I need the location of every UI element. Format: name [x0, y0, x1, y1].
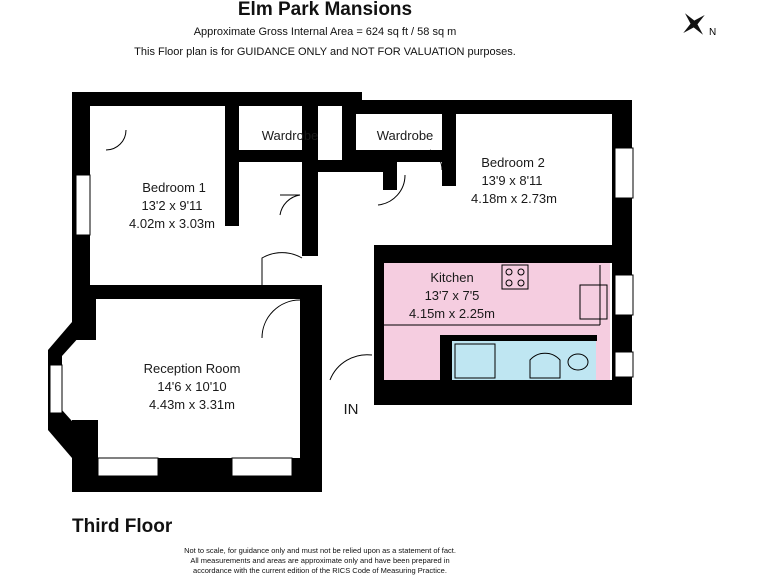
bedroom2-name: Bedroom 2 — [481, 155, 545, 170]
disclaimer-line: All measurements and areas are approxima… — [190, 556, 450, 565]
guidance-text: This Floor plan is for GUIDANCE ONLY and… — [134, 46, 516, 58]
gross-area-text: Approximate Gross Internal Area = 624 sq… — [193, 26, 457, 38]
kitchen-imperial: 13'7 x 7'5 — [425, 288, 480, 303]
bathroom-fill — [452, 340, 596, 380]
bedroom2-metric: 4.18m x 2.73m — [471, 191, 557, 206]
disclaimer-line: accordance with the current edition of t… — [193, 566, 447, 575]
entrance-label: IN — [344, 401, 359, 418]
bedroom1-metric: 4.02m x 3.03m — [129, 216, 215, 231]
sink-icon — [579, 284, 608, 320]
disclaimer: Not to scale, for guidance only and must… — [150, 546, 490, 576]
kitchen-metric: 4.15m x 2.25m — [409, 306, 495, 321]
windows — [49, 147, 634, 477]
kitchen-units — [382, 264, 608, 326]
kitchen-name: Kitchen — [430, 270, 473, 285]
basin-icon — [529, 352, 561, 379]
bathroom-fixtures — [454, 343, 589, 379]
bedroom1-imperial: 13'2 x 9'11 — [141, 198, 202, 213]
bedroom1-name: Bedroom 1 — [142, 180, 206, 195]
floor-label: Third Floor — [72, 516, 173, 537]
wardrobe-left-label: Wardrobe — [262, 128, 319, 143]
reception-imperial: 14'6 x 10'10 — [157, 379, 226, 394]
plan-title: Elm Park Mansions — [237, 0, 413, 20]
reception-name: Reception Room — [144, 361, 241, 376]
bedroom2-imperial: 13'9 x 8'11 — [481, 173, 542, 188]
wardrobe-right-label: Wardrobe — [377, 128, 434, 143]
door-swings — [105, 129, 443, 381]
interior-walls — [90, 106, 612, 390]
toilet-icon — [567, 353, 589, 371]
disclaimer-line: Not to scale, for guidance only and must… — [184, 546, 456, 555]
reception-metric: 4.43m x 3.31m — [149, 397, 235, 412]
compass-north-label: N — [709, 27, 716, 38]
compass-rose-icon: N — [683, 13, 716, 38]
shower-icon — [454, 343, 496, 379]
